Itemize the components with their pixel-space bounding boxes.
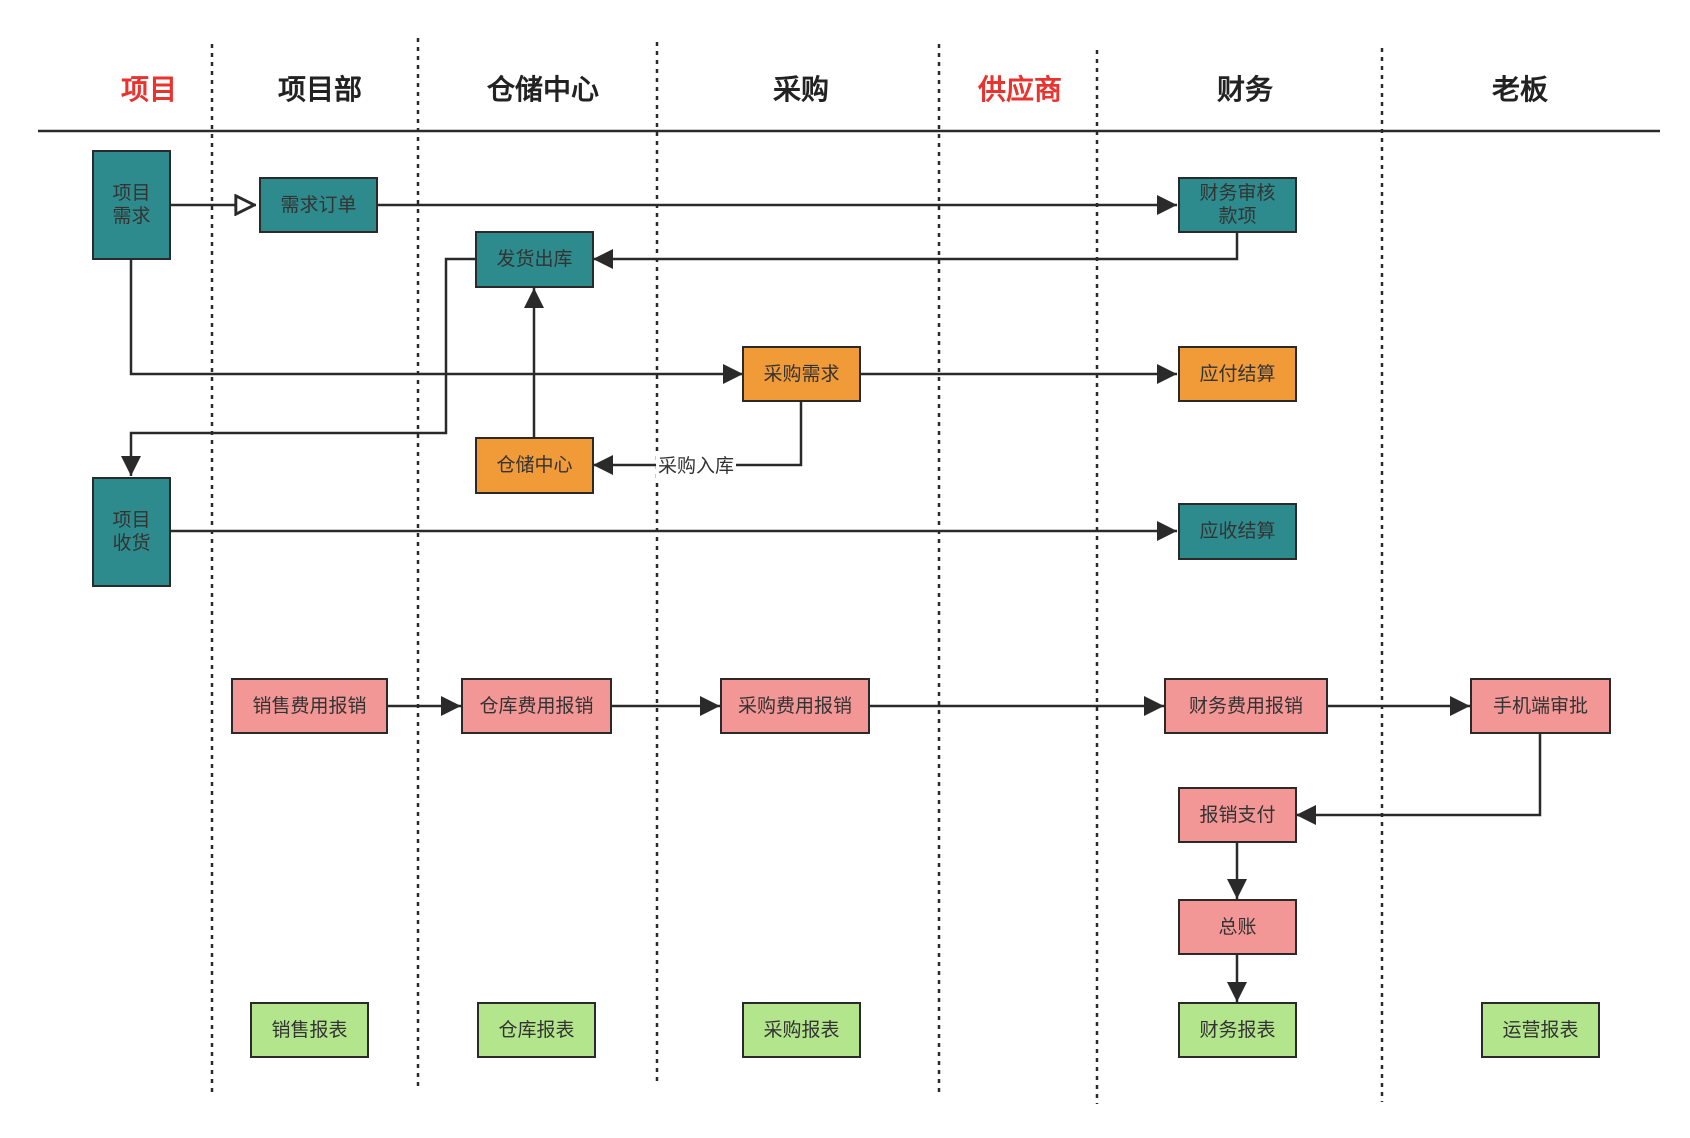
edge-label-purchase-inbound: 采购入库 — [656, 454, 737, 478]
node-purchase-demand[interactable]: 采购需求 — [742, 346, 861, 402]
lane-title-project: 项目 — [120, 73, 178, 106]
node-label: 财务报表 — [1199, 1018, 1276, 1041]
lane-title-purchase: 采购 — [772, 73, 830, 106]
lane-title-supplier: 供应商 — [977, 73, 1063, 106]
node-warehouse-center[interactable]: 仓储中心 — [475, 437, 594, 494]
node-label: 仓库费用报销 — [479, 694, 594, 717]
node-finance-expense[interactable]: 财务费用报销 — [1164, 678, 1328, 734]
connectors — [121, 205, 1542, 1002]
lane-separators — [210, 38, 1384, 1104]
node-finance-report[interactable]: 财务报表 — [1178, 1002, 1297, 1058]
lane-title-finance: 财务 — [1216, 73, 1274, 106]
node-demand-order[interactable]: 需求订单 — [259, 177, 378, 233]
node-label: 发货出库 — [496, 248, 573, 271]
node-label: 仓储中心 — [496, 454, 573, 477]
node-purchase-report[interactable]: 采购报表 — [742, 1002, 861, 1058]
node-label: 报销支付 — [1199, 803, 1276, 826]
node-purchase-expense[interactable]: 采购费用报销 — [720, 678, 870, 734]
node-label: 仓库报表 — [498, 1018, 575, 1041]
node-label: 销售报表 — [271, 1018, 348, 1041]
node-label: 手机端审批 — [1492, 694, 1588, 717]
node-label: 财务费用报销 — [1188, 694, 1303, 717]
node-mobile-approval[interactable]: 手机端审批 — [1470, 678, 1611, 734]
node-label: 采购需求 — [763, 362, 840, 385]
node-label: 应收结算 — [1199, 520, 1276, 543]
node-label: 项目 需求 — [112, 182, 151, 227]
node-reimburse-payment[interactable]: 报销支付 — [1178, 787, 1297, 843]
node-label: 运营报表 — [1502, 1018, 1579, 1041]
node-label: 项目 收货 — [112, 509, 151, 554]
edge-ship-out-to-project-receipt — [121, 257, 476, 476]
node-ship-out[interactable]: 发货出库 — [475, 231, 594, 288]
node-label: 需求订单 — [280, 193, 357, 216]
node-sales-expense[interactable]: 销售费用报销 — [231, 678, 388, 734]
edge-mobile-approval-to-reimburse-payment — [1296, 734, 1542, 825]
node-warehouse-expense[interactable]: 仓库费用报销 — [461, 678, 612, 734]
node-label: 销售费用报销 — [252, 694, 367, 717]
node-operations-report[interactable]: 运营报表 — [1481, 1002, 1600, 1058]
node-project-receipt[interactable]: 项目 收货 — [92, 477, 171, 587]
node-label: 财务审核 款项 — [1199, 182, 1276, 227]
lane-title-boss: 老板 — [1491, 73, 1549, 106]
node-warehouse-report[interactable]: 仓库报表 — [477, 1002, 596, 1058]
node-general-ledger[interactable]: 总账 — [1178, 899, 1297, 955]
node-label: 总账 — [1218, 915, 1257, 938]
node-payable-settlement[interactable]: 应付结算 — [1178, 346, 1297, 402]
edge-project-demand-to-purchase-demand — [129, 260, 743, 384]
node-label: 应付结算 — [1199, 362, 1276, 385]
node-finance-review[interactable]: 财务审核 款项 — [1178, 177, 1297, 233]
node-project-demand[interactable]: 项目 需求 — [92, 150, 171, 260]
node-label: 采购报表 — [763, 1018, 840, 1041]
node-sales-report[interactable]: 销售报表 — [250, 1002, 369, 1058]
lane-title-project-dept: 项目部 — [277, 73, 363, 106]
node-label: 采购费用报销 — [737, 694, 852, 717]
node-receivable-settlement[interactable]: 应收结算 — [1178, 503, 1297, 560]
lane-title-warehouse: 仓储中心 — [486, 73, 600, 106]
edge-finance-review-to-ship-out — [593, 233, 1239, 269]
